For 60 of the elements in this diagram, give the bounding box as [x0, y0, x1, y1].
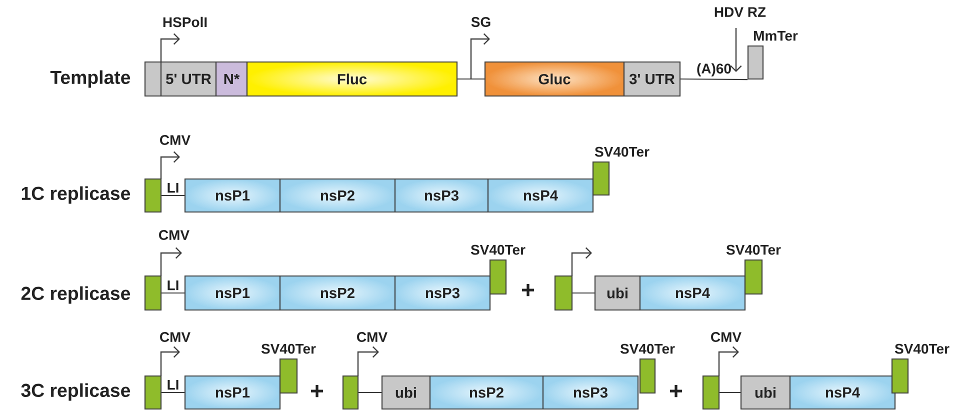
- gene-box: nsP1: [184, 275, 281, 311]
- gene-box: nsP2: [279, 275, 396, 311]
- row-label: 1C replicase: [22, 186, 130, 204]
- terminator-label: SV40Ter: [594, 146, 650, 157]
- gene-box: Gluc: [484, 61, 625, 97]
- terminator-label: SV40Ter: [726, 244, 781, 255]
- promoter-box: [702, 375, 720, 410]
- element-label: HDV RZ: [714, 7, 766, 17]
- plus-sign: +: [311, 384, 324, 398]
- edge-label: (A)60: [697, 63, 731, 76]
- edge-label: LI: [168, 380, 178, 390]
- gene-box: nsP4: [789, 375, 896, 410]
- gene-box: ubi: [594, 275, 641, 311]
- connector-line: [720, 392, 740, 394]
- plus-sign: +: [522, 284, 534, 296]
- promoter-box: [144, 375, 162, 410]
- terminator-label: SV40Ter: [620, 344, 675, 354]
- element-label: HSPolI: [163, 16, 207, 28]
- gene-box: ubi: [740, 375, 791, 410]
- gene-box: nsP4: [639, 275, 746, 311]
- element-label: SG: [471, 17, 490, 27]
- gene-box: N*: [215, 61, 248, 97]
- element-label: CMV: [159, 230, 190, 240]
- connector-line: [162, 194, 184, 196]
- terminator-label: MmTer: [754, 30, 798, 41]
- gene-box: nsP2: [279, 178, 396, 213]
- element-label: CMV: [357, 332, 388, 342]
- terminator-label: SV40Ter: [261, 344, 316, 354]
- row-label: 2C replicase: [21, 286, 130, 304]
- promoter-box: [554, 275, 573, 311]
- edge-label: LI: [168, 182, 178, 193]
- gene-box: nsP1: [184, 375, 281, 410]
- gene-box: nsP1: [184, 178, 281, 213]
- row-label: 3C replicase: [21, 383, 130, 401]
- promoter-box: [144, 61, 162, 97]
- gene-box: nsP3: [394, 275, 491, 311]
- element-label: CMV: [160, 135, 190, 145]
- row-label: Template: [50, 70, 130, 88]
- connector-line: [458, 78, 484, 80]
- promoter-box: [144, 178, 162, 213]
- connector-line: [162, 292, 184, 294]
- gene-box: nsP4: [487, 178, 594, 213]
- gene-box: nsP3: [394, 178, 489, 213]
- promoter-box: [342, 375, 359, 410]
- element-label: CMV: [160, 332, 190, 342]
- gene-box: 3' UTR: [623, 61, 681, 97]
- element-label: CMV: [711, 332, 742, 342]
- terminator-label: SV40Ter: [470, 244, 526, 255]
- gene-box: Fluc: [246, 61, 458, 97]
- terminator-label: SV40Ter: [894, 344, 950, 354]
- connector-line: [162, 392, 184, 394]
- gene-box: nsP3: [542, 375, 639, 410]
- connector-line: [680, 78, 748, 80]
- promoter-box: [144, 275, 162, 311]
- gene-box: ubi: [381, 375, 431, 410]
- connector-line: [572, 292, 594, 294]
- connector-line: [358, 392, 382, 394]
- edge-label: LI: [168, 280, 178, 290]
- plus-sign: +: [670, 384, 682, 398]
- gene-box: nsP2: [429, 375, 544, 410]
